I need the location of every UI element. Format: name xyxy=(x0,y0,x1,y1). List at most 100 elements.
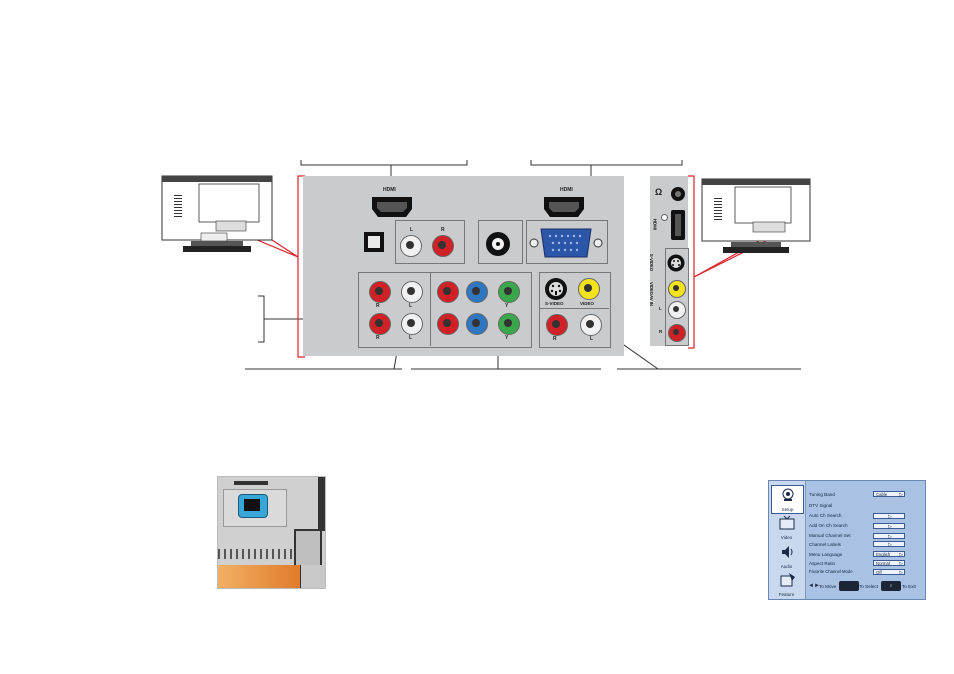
audio-out-group xyxy=(395,220,465,264)
power-photo-gradient xyxy=(218,565,300,588)
tab-audio-label: Audio xyxy=(780,564,793,569)
hdmi-port-icon xyxy=(372,197,412,217)
rca-jack-center xyxy=(443,319,451,327)
osd-row-value: Off xyxy=(876,570,882,575)
power-photo-right-edge xyxy=(318,477,325,531)
rca-jack-center xyxy=(673,329,679,335)
osd-row-label: Channel Labels xyxy=(809,542,841,547)
hdmi-1-label: HDMI xyxy=(383,187,396,193)
arrow-right-icon: ▷ xyxy=(888,542,892,548)
setup-tab-icon xyxy=(782,488,794,501)
power-photo xyxy=(217,476,326,589)
side-video-label: VIDEO xyxy=(649,281,655,296)
arrow-right-icon: ▷ xyxy=(899,552,903,558)
rca-jack-center xyxy=(673,285,679,291)
arrow-right-icon: ▷ xyxy=(899,561,903,567)
component-r1-label: R xyxy=(376,303,380,309)
svideo-port-icon xyxy=(545,278,567,300)
arrow-right-icon: ▷ xyxy=(888,514,892,520)
osd-add-on-ch-search-button[interactable]: ▷ xyxy=(873,523,905,530)
rca-jack-center xyxy=(586,320,594,328)
tab-audio[interactable]: Audio xyxy=(771,543,802,570)
osd-row-label: Manual Channel Set xyxy=(809,533,851,538)
osd-footer-move: To Move xyxy=(819,584,837,589)
headphone-jack-inner xyxy=(675,191,681,197)
audio-r-label: R xyxy=(441,227,445,233)
arrow-right-icon: ▷ xyxy=(888,534,892,540)
osd-select-key xyxy=(839,581,859,591)
rca-jack-center xyxy=(443,287,451,295)
tab-setup-label: Setup xyxy=(781,507,794,512)
osd-tuning-band-value[interactable]: Cable ▷ xyxy=(873,491,905,498)
av-divider xyxy=(539,308,609,309)
left-zoom-bracket xyxy=(297,175,305,358)
video-tab-icon xyxy=(779,516,795,530)
osd-auto-ch-search-button[interactable]: ▷ xyxy=(873,513,905,520)
callout-hdmi-bracket xyxy=(300,160,468,166)
osd-row-label: DTV Signal xyxy=(809,503,833,508)
power-socket-pins xyxy=(244,499,260,511)
osd-row-label: Aspect Ratio xyxy=(809,561,836,566)
tv-back-icon xyxy=(161,175,273,252)
osd-row-value: Cable xyxy=(876,492,888,497)
audio-l-label: L xyxy=(410,227,414,233)
osd-row-label: Auto Ch Search xyxy=(809,513,842,518)
osd-footer-exit: To Exit xyxy=(902,584,916,589)
osd-favorite-channel-mode-value[interactable]: Off▷ xyxy=(873,569,905,576)
av-video-label: VIDEO xyxy=(580,301,595,306)
rca-jack-center xyxy=(406,241,414,249)
component-y1-label: Y xyxy=(505,303,509,309)
tab-video-label: Video xyxy=(780,535,793,540)
component-group xyxy=(358,272,532,348)
hdmi-2-label: HDMI xyxy=(560,187,573,193)
osd-aspect-ratio-value[interactable]: Normal ▷ xyxy=(873,560,905,567)
hdmi-port-2-icon xyxy=(544,197,584,217)
rca-jack-center xyxy=(472,287,480,295)
osd-row-label: Favorite Channel Mode xyxy=(809,569,853,574)
rca-jack-center xyxy=(375,319,383,327)
rca-jack-center xyxy=(407,287,415,295)
side-svideo-label: S-VIDEO xyxy=(649,253,655,272)
osd-row-value: Normal xyxy=(876,561,890,566)
osd-manual-channel-set-button[interactable]: ▷ xyxy=(873,533,905,540)
power-photo-base xyxy=(300,565,325,588)
osd-row-value: English xyxy=(876,552,891,557)
side-l-label: L xyxy=(659,306,662,311)
power-photo-slot xyxy=(234,481,268,485)
osd-menu: Setup Video Audio Feature Tuning Band Ca… xyxy=(768,480,926,600)
rca-jack-center xyxy=(504,319,512,327)
osd-row-label: Add On Ch Search xyxy=(809,523,848,528)
tab-setup[interactable]: Setup xyxy=(771,485,804,514)
vga-group xyxy=(526,220,608,264)
component-l2-label: L xyxy=(409,335,413,341)
power-photo-vents xyxy=(218,549,298,559)
osd-menu-language-value[interactable]: English ▷ xyxy=(873,551,905,558)
rca-jack-center xyxy=(504,287,512,295)
arrow-right-icon: ▷ xyxy=(899,492,903,498)
vga-port-icon xyxy=(529,228,603,258)
callout-coax-bracket xyxy=(258,295,265,343)
osd-channel-labels-button[interactable]: ▷ xyxy=(873,541,905,548)
tab-video[interactable]: Video xyxy=(771,514,802,541)
component-divider xyxy=(430,272,431,346)
tv-back-side-icon xyxy=(701,178,811,253)
rca-jack-center xyxy=(472,319,480,327)
digital-coax-group xyxy=(478,220,523,264)
component-r2-label: R xyxy=(376,335,380,341)
osd-exit-key: I xyxy=(881,581,901,591)
rca-jack-center xyxy=(438,241,446,249)
av-group xyxy=(539,272,611,348)
osd-footer-select: To Select xyxy=(859,584,878,589)
tab-feature[interactable]: Feature xyxy=(771,571,802,598)
rca-jack-center xyxy=(375,287,383,295)
side-r-label: R xyxy=(659,329,663,334)
av-r-label: R xyxy=(553,336,557,342)
side-av-group xyxy=(665,248,689,346)
rca-jack-center xyxy=(673,306,679,312)
side-indicator-icon xyxy=(661,214,668,221)
osd-row-label: Tuning Band xyxy=(809,492,835,497)
side-hdmi-label: HDMI xyxy=(652,218,658,231)
tab-feature-label: Feature xyxy=(778,592,795,597)
av-l-label: L xyxy=(590,336,594,342)
osd-move-arrows-icon: ◄► xyxy=(808,583,820,589)
